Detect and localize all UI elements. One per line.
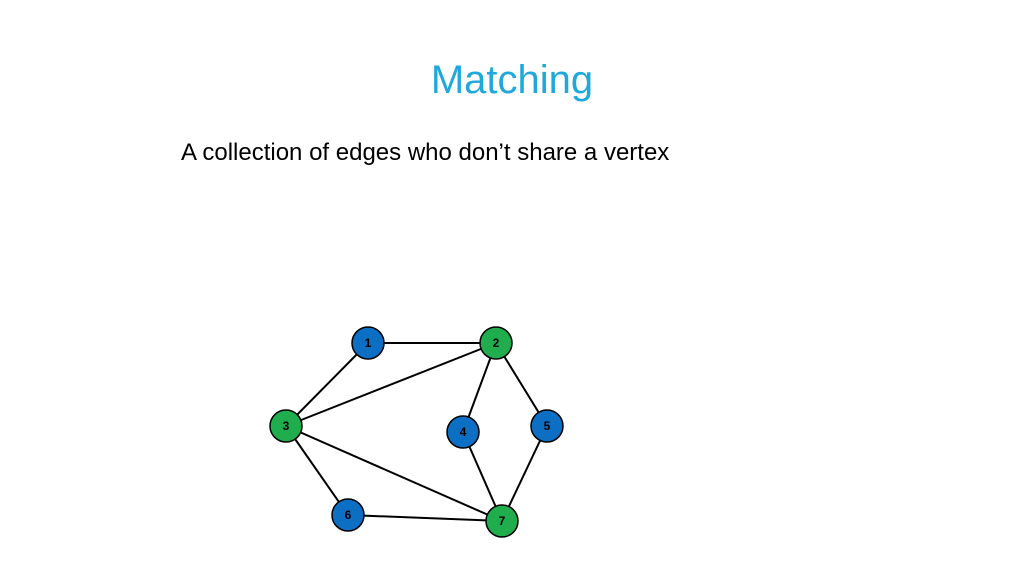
edge-3-6 xyxy=(285,425,349,516)
vertex-label: 1 xyxy=(365,336,372,350)
vertex-circle xyxy=(351,326,385,360)
vertex-5: 5 xyxy=(530,409,564,443)
vertex-label: 4 xyxy=(460,425,467,439)
vertex-label: 5 xyxy=(544,419,551,433)
graph-edges xyxy=(285,342,548,522)
vertex-label: 2 xyxy=(493,336,500,350)
vertex-circle xyxy=(269,409,303,443)
edge-5-7 xyxy=(501,425,548,522)
vertex-label: 7 xyxy=(499,514,506,528)
vertex-3: 3 xyxy=(269,409,303,443)
vertex-circle xyxy=(446,415,480,449)
slide-title: Matching xyxy=(430,58,594,102)
vertex-circle xyxy=(479,326,513,360)
vertex-7: 7 xyxy=(485,504,519,538)
vertex-label: 3 xyxy=(283,419,290,433)
vertex-6: 6 xyxy=(331,498,365,532)
vertex-circle xyxy=(485,504,519,538)
vertex-2: 2 xyxy=(479,326,513,360)
edge-2-3 xyxy=(285,342,497,427)
vertex-circle xyxy=(530,409,564,443)
edge-1-3 xyxy=(285,342,369,427)
vertex-4: 4 xyxy=(446,415,480,449)
slide-body-text: A collection of edges who don’t share a … xyxy=(181,139,670,166)
edge-3-7 xyxy=(285,425,503,522)
edge-6-7 xyxy=(347,514,503,522)
vertex-circle xyxy=(331,498,365,532)
vertex-1: 1 xyxy=(351,326,385,360)
graph-vertices: 1 2 3 4 5 6 7 xyxy=(269,326,564,538)
vertex-label: 6 xyxy=(345,508,352,522)
